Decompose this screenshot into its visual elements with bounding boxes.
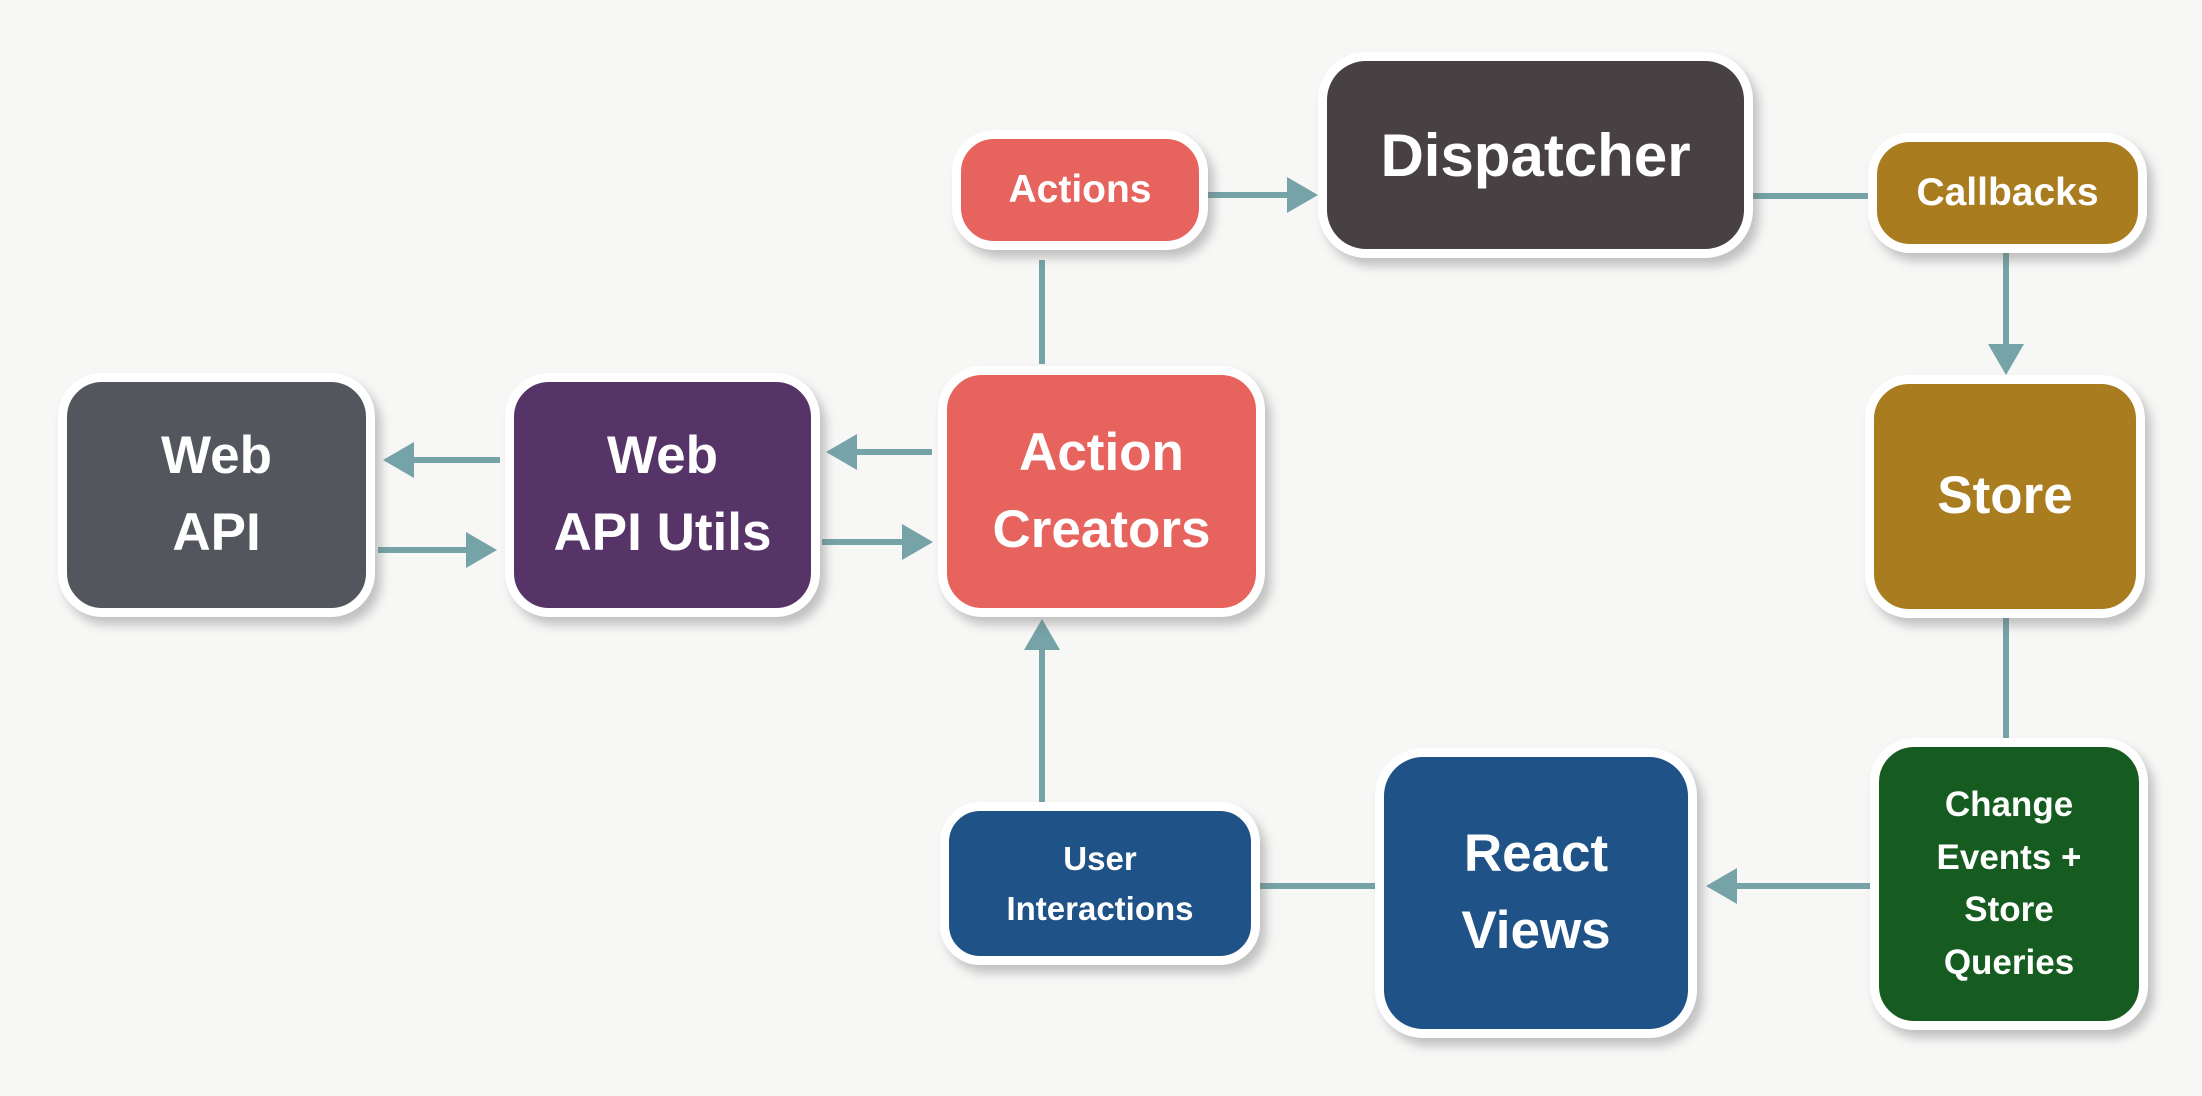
arrowhead-web-api-utils-to-action-creators bbox=[902, 524, 933, 560]
node-user-interactions-label: User Interactions bbox=[1006, 840, 1194, 927]
arrow-line-actions-to-dispatcher bbox=[1208, 192, 1288, 198]
node-store-label: Store bbox=[1937, 466, 2073, 526]
arrow-line-callbacks-to-store bbox=[2003, 253, 2009, 345]
arrow-line-action-creators-to-web-api-utils bbox=[856, 449, 932, 455]
arrowhead-user-interactions-to-action-creators bbox=[1024, 619, 1060, 650]
arrowhead-change-events-to-react-views bbox=[1706, 868, 1737, 904]
node-actions: Actions bbox=[952, 130, 1208, 250]
node-web-api: Web API bbox=[58, 373, 375, 617]
arrow-line-change-events-to-react-views bbox=[1736, 883, 1870, 889]
line-action-creators-to-actions bbox=[1039, 260, 1045, 364]
node-react-views-label: React Views bbox=[1461, 824, 1611, 960]
node-react-views: React Views bbox=[1375, 748, 1697, 1038]
node-web-api-utils: Web API Utils bbox=[505, 373, 820, 617]
arrow-line-user-interactions-to-action-creators bbox=[1039, 649, 1045, 802]
arrow-line-web-api-utils-to-web-api bbox=[413, 457, 500, 463]
node-dispatcher: Dispatcher bbox=[1318, 52, 1753, 258]
node-action-creators-label: Action Creators bbox=[992, 422, 1211, 559]
node-action-creators: Action Creators bbox=[938, 366, 1265, 617]
arrowhead-web-api-to-web-api-utils bbox=[466, 532, 497, 568]
node-web-api-utils-label: Web API Utils bbox=[553, 426, 772, 562]
node-actions-label: Actions bbox=[1008, 167, 1152, 211]
node-dispatcher-label: Dispatcher bbox=[1380, 121, 1691, 189]
node-user-interactions: User Interactions bbox=[940, 802, 1260, 965]
arrowhead-web-api-utils-to-web-api bbox=[383, 442, 414, 478]
node-change-events-store-queries-label: Change Events + Store Queries bbox=[1936, 785, 2082, 982]
arrowhead-actions-to-dispatcher bbox=[1287, 177, 1318, 213]
node-callbacks: Callbacks bbox=[1868, 133, 2147, 253]
node-change-events-store-queries: Change Events + Store Queries bbox=[1870, 738, 2148, 1030]
node-store: Store bbox=[1865, 375, 2145, 618]
node-web-api-label: Web API bbox=[161, 426, 272, 562]
arrowhead-action-creators-to-web-api-utils bbox=[826, 434, 857, 470]
arrow-line-web-api-utils-to-action-creators bbox=[822, 539, 903, 545]
arrowhead-callbacks-to-store bbox=[1988, 344, 2024, 375]
arrow-line-web-api-to-web-api-utils bbox=[378, 547, 467, 553]
line-store-to-change-events bbox=[2003, 618, 2009, 738]
line-dispatcher-to-callbacks bbox=[1753, 193, 1868, 199]
line-react-views-to-user-interactions bbox=[1260, 883, 1375, 889]
node-callbacks-label: Callbacks bbox=[1916, 170, 2099, 214]
